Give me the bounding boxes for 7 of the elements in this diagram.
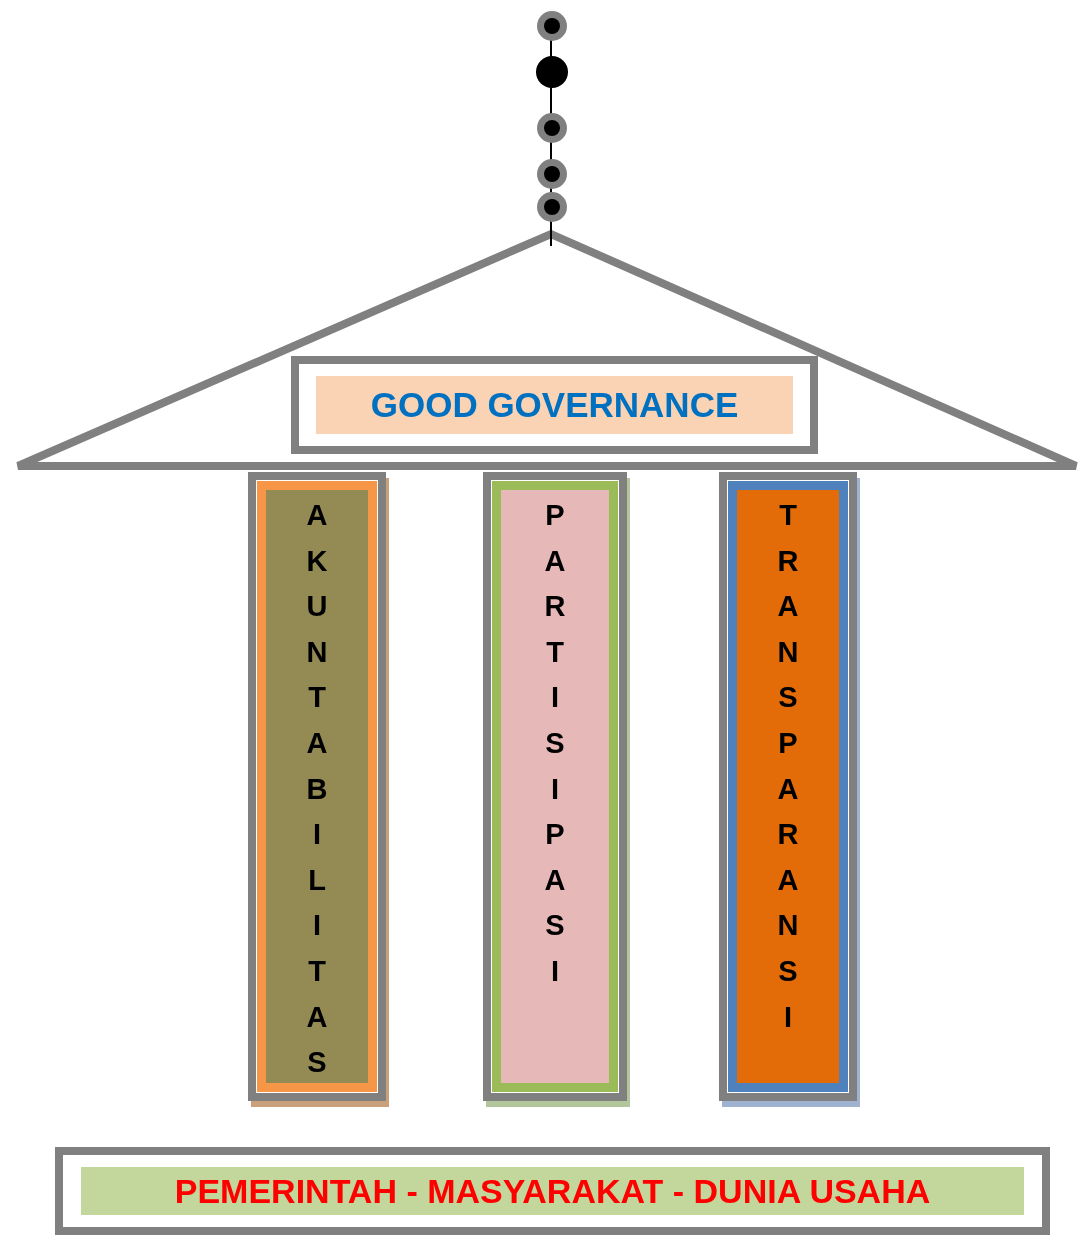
foundation-frame — [55, 1147, 1050, 1235]
title-text: GOOD GOVERNANCE — [370, 385, 739, 425]
pillar-label: TRANSPARANSI — [776, 498, 800, 1035]
title-frame — [291, 356, 818, 454]
pillar-label: PARTISIPASI — [543, 498, 567, 989]
pillar-label: AKUNTABILITAS — [305, 498, 329, 1081]
foundation-text: PEMERINTAH - MASYARAKAT - DUNIA USAHA — [174, 1171, 931, 1211]
